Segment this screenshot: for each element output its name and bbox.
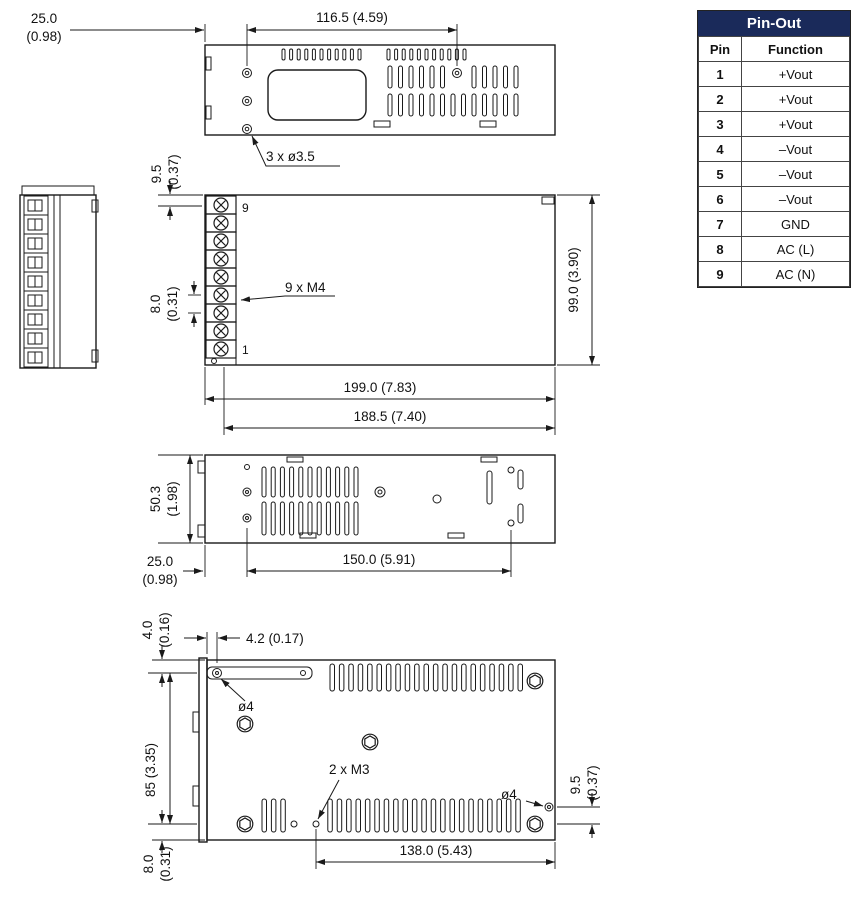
pin-function: –Vout — [741, 186, 850, 212]
dim-99: 99.0 (3.90) — [566, 247, 581, 312]
pin-function: +Vout — [741, 61, 850, 87]
dim-4-in: (0.16) — [157, 612, 172, 647]
terminal-label-9: 9 — [242, 201, 249, 215]
top-vent-row-2 — [387, 93, 519, 117]
pin-function: +Vout — [741, 86, 850, 112]
pinout-table: Pin-Out Pin Function 1+Vout 2+Vout 3+Vou… — [697, 10, 851, 288]
pin-number: 5 — [698, 161, 742, 187]
callout-d4-top: ø4 — [238, 699, 254, 714]
bottom-holes — [242, 464, 515, 527]
mounting-holes — [242, 68, 462, 134]
dim-8-bottom-mm: 8.0 — [141, 855, 156, 874]
pin-function: +Vout — [741, 111, 850, 137]
pin-number: 2 — [698, 86, 742, 112]
callout-9xm4: 9 x M4 — [285, 280, 326, 295]
hex-screws — [236, 672, 544, 833]
pin-number: 4 — [698, 136, 742, 162]
dim-9-5-in: (0.37) — [166, 154, 181, 189]
dim-9-5-right-in: (0.37) — [585, 765, 600, 800]
top-vent-ticks-left — [281, 48, 362, 61]
pinout-row: 1+Vout — [698, 61, 850, 87]
dim-50-3-in: (1.98) — [165, 481, 180, 516]
pin-number: 6 — [698, 186, 742, 212]
dim-138: 138.0 (5.43) — [400, 843, 473, 858]
dim-4-mm: 4.0 — [140, 621, 155, 640]
pin-function: GND — [741, 211, 850, 237]
top-vent-ticks-right — [386, 48, 467, 61]
dim-25-mm: 25.0 — [31, 11, 57, 26]
dim-150: 150.0 (5.91) — [343, 552, 416, 567]
pin-number: 3 — [698, 111, 742, 137]
dim-116-5: 116.5 (4.59) — [316, 10, 388, 25]
pinout-title: Pin-Out — [698, 11, 850, 36]
dim-25-offset-mm: 25.0 — [147, 554, 173, 569]
terminal-block — [205, 195, 237, 359]
dim-4-2: 4.2 (0.17) — [246, 631, 304, 646]
dim-50-3-mm: 50.3 — [148, 486, 163, 512]
dim-25-in: (0.98) — [26, 29, 61, 44]
pin-function: AC (N) — [741, 261, 850, 287]
dim-199: 199.0 (7.83) — [344, 380, 417, 395]
bottom-right-slots — [486, 469, 524, 524]
pinout-row: 3+Vout — [698, 111, 850, 137]
dim-9-5-mm: 9.5 — [149, 165, 164, 184]
pin-number: 1 — [698, 61, 742, 87]
dim-8-mm: 8.0 — [148, 295, 163, 314]
pin-function: –Vout — [741, 161, 850, 187]
bottom-vent-row-1 — [261, 466, 359, 498]
pinout-header-pin: Pin — [698, 36, 742, 62]
pin-number: 8 — [698, 236, 742, 262]
pin-function: –Vout — [741, 136, 850, 162]
pinout-row: 2+Vout — [698, 86, 850, 112]
dim-8-in: (0.31) — [165, 286, 180, 321]
side-vent-row-top — [329, 663, 523, 692]
front-view: 9 1 9.5 (0.37) 8.0 (0.31) 99.0 (3.90) 9 … — [148, 154, 600, 435]
pin-function: AC (L) — [741, 236, 850, 262]
dim-85: 85 (3.35) — [143, 743, 158, 797]
pin-number: 7 — [698, 211, 742, 237]
pinout-header-row: Pin Function — [698, 36, 850, 62]
pinout-row: 6–Vout — [698, 186, 850, 212]
pinout-header-function: Function — [741, 36, 850, 62]
top-vent-row-1 — [387, 65, 519, 89]
pinout-row: 4–Vout — [698, 136, 850, 162]
callout-2xm3: 2 x M3 — [329, 762, 370, 777]
callout-d4-right: ø4 — [501, 787, 517, 802]
dim-9-5-right-mm: 9.5 — [568, 776, 583, 795]
pinout-row: 5–Vout — [698, 161, 850, 187]
bottom-view: 50.3 (1.98) 25.0 (0.98) 150.0 (5.91) — [142, 454, 556, 587]
callout-3xd3-5: 3 x ø3.5 — [266, 149, 315, 164]
pin-number: 9 — [698, 261, 742, 287]
dim-25-offset-in: (0.98) — [142, 572, 177, 587]
dim-8-bottom-in: (0.31) — [158, 846, 173, 881]
side-vent-row-bottom — [261, 798, 521, 833]
end-view — [19, 185, 99, 369]
bottom-vent-row-2 — [261, 501, 359, 536]
top-view: 25.0 (0.98) 116.5 (4.59) 3 x ø3.5 — [26, 10, 556, 167]
terminal-label-1: 1 — [242, 343, 249, 357]
end-view-terminal-cells — [23, 195, 49, 368]
side-view: 4.0 (0.16) 4.2 (0.17) ø4 85 (3.35) 8.0 (… — [140, 612, 600, 882]
dim-188-5: 188.5 (7.40) — [354, 409, 427, 424]
